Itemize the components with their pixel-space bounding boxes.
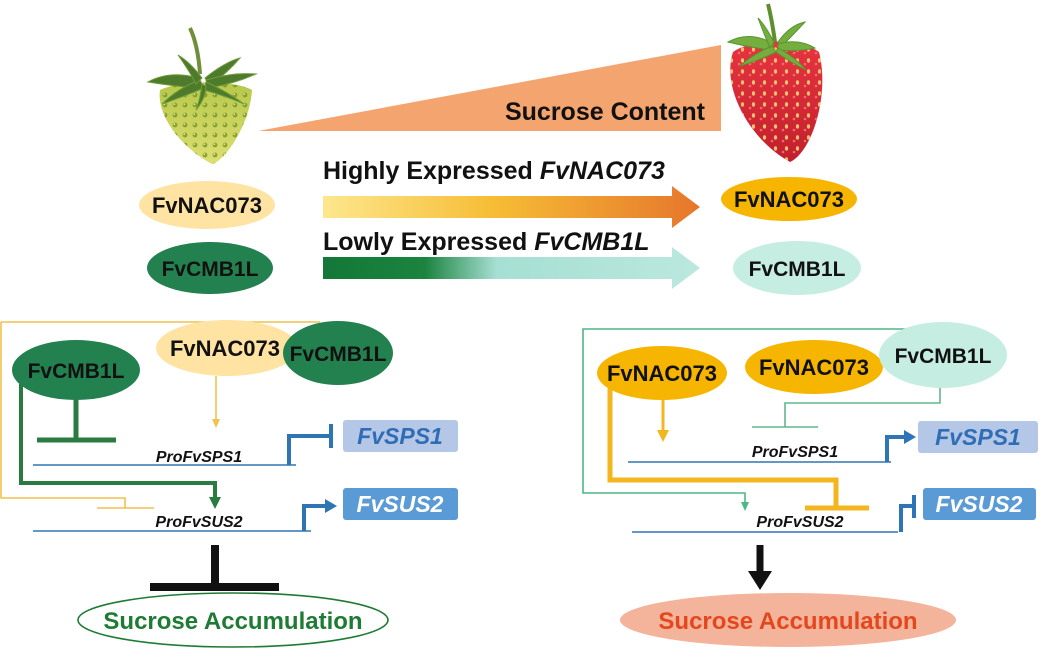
high-expression-prefix: Highly Expressed <box>323 157 533 185</box>
accumulation-promotion-arrowhead <box>748 571 772 590</box>
unripe-model: FvCMB1L FvNAC073 FvCMB1L ProFvSPS1 FvSPS… <box>0 320 458 648</box>
complex-nac-label: FvNAC073 <box>759 355 869 380</box>
sps1-activation-arrowhead <box>904 430 916 444</box>
high-expression-gene: FvNAC073 <box>540 157 665 185</box>
nac-repression-line <box>607 386 869 511</box>
ripe-stem <box>766 3 777 43</box>
gene-sus2-label: FvSUS2 <box>936 491 1023 517</box>
unripe-fruit-seeds <box>159 82 252 164</box>
sucrose-content-wedge <box>258 45 721 131</box>
free-cmb-ellipse <box>12 340 140 400</box>
sus2-activation-connector <box>302 504 327 531</box>
outcome-repressed-ellipse <box>77 592 389 648</box>
nac-complex-repression-line <box>0 321 320 509</box>
nac-weak-activation-arrowhead <box>212 419 220 428</box>
promoter-sps1-label: ProFvSPS1 <box>156 449 242 466</box>
promoter-sps1-label: ProFvSPS1 <box>752 444 838 461</box>
unripe-nac-ellipse <box>139 181 275 229</box>
complex-nac-ellipse <box>156 320 298 376</box>
free-cmb-label: FvCMB1L <box>28 360 125 383</box>
nac-activation-arrowhead <box>657 430 669 442</box>
complex-nac-label: FvNAC073 <box>170 336 280 361</box>
gene-sus2-box <box>923 488 1036 520</box>
unripe-strawberry <box>146 27 258 164</box>
unripe-stem <box>188 27 202 75</box>
ripe-sepals <box>726 17 817 71</box>
complex-nac-ellipse <box>745 340 883 394</box>
gene-sus2-label: FvSUS2 <box>357 491 444 517</box>
sucrose-content-label: Sucrose Content <box>505 98 706 126</box>
complex-cmb-ellipse <box>283 321 393 385</box>
sus2-repression-connector <box>899 495 916 532</box>
complex-cmb-label: FvCMB1L <box>290 343 387 366</box>
cmb-activation-line <box>19 384 217 499</box>
ripe-model: FvNAC073 FvNAC073 FvCMB1L ProFvSPS1 FvSP… <box>582 322 1038 647</box>
outcome-promoted-ellipse <box>620 593 956 647</box>
ripe-cmb-ellipse <box>733 241 861 295</box>
complex-cmb-ellipse <box>879 322 1007 388</box>
sus2-activation-arrowhead <box>325 499 337 513</box>
gene-sps1-label: FvSPS1 <box>935 424 1021 450</box>
cmb-activation-arrowhead <box>209 497 221 509</box>
cmb-weak-activation-arrowhead <box>741 502 749 511</box>
outcome-promoted-label: Sucrose Accumulation <box>658 608 917 635</box>
ripe-strawberry <box>726 3 823 162</box>
sps1-activation-connector <box>885 435 906 462</box>
free-nac-ellipse <box>597 346 727 400</box>
unripe-cmb-label: FvCMB1L <box>162 258 259 281</box>
sps1-repression-connector <box>287 424 333 465</box>
unripe-nac-label: FvNAC073 <box>152 193 262 218</box>
unripe-cmb-ellipse <box>147 242 273 294</box>
outcome-repressed-label: Sucrose Accumulation <box>103 608 362 635</box>
nac-expression-arrow <box>323 186 700 228</box>
ripe-nac-ellipse <box>721 177 857 221</box>
gene-sps1-box <box>918 421 1038 453</box>
gene-sps1-label: FvSPS1 <box>357 423 443 449</box>
low-expression-gene: FvCMB1L <box>534 228 649 256</box>
promoter-sus2-label: ProFvSUS2 <box>756 514 843 531</box>
gene-sps1-box <box>343 420 458 452</box>
promoter-sus2-label: ProFvSUS2 <box>155 514 242 531</box>
gene-sus2-box <box>343 488 458 520</box>
unripe-sepals <box>146 54 258 111</box>
cmb-weak-repression-line <box>752 386 941 428</box>
cmb-expression-arrow <box>323 247 700 289</box>
complex-cmb-label: FvCMB1L <box>895 345 992 368</box>
ripe-nac-label: FvNAC073 <box>734 187 844 212</box>
free-nac-label: FvNAC073 <box>607 361 717 386</box>
ripe-fruit-seeds <box>730 41 823 162</box>
accumulation-repression-bar <box>150 545 279 591</box>
ripe-cmb-label: FvCMB1L <box>749 258 846 281</box>
cmb-repression-bar <box>37 398 116 443</box>
low-expression-prefix: Lowly Expressed <box>323 228 527 256</box>
